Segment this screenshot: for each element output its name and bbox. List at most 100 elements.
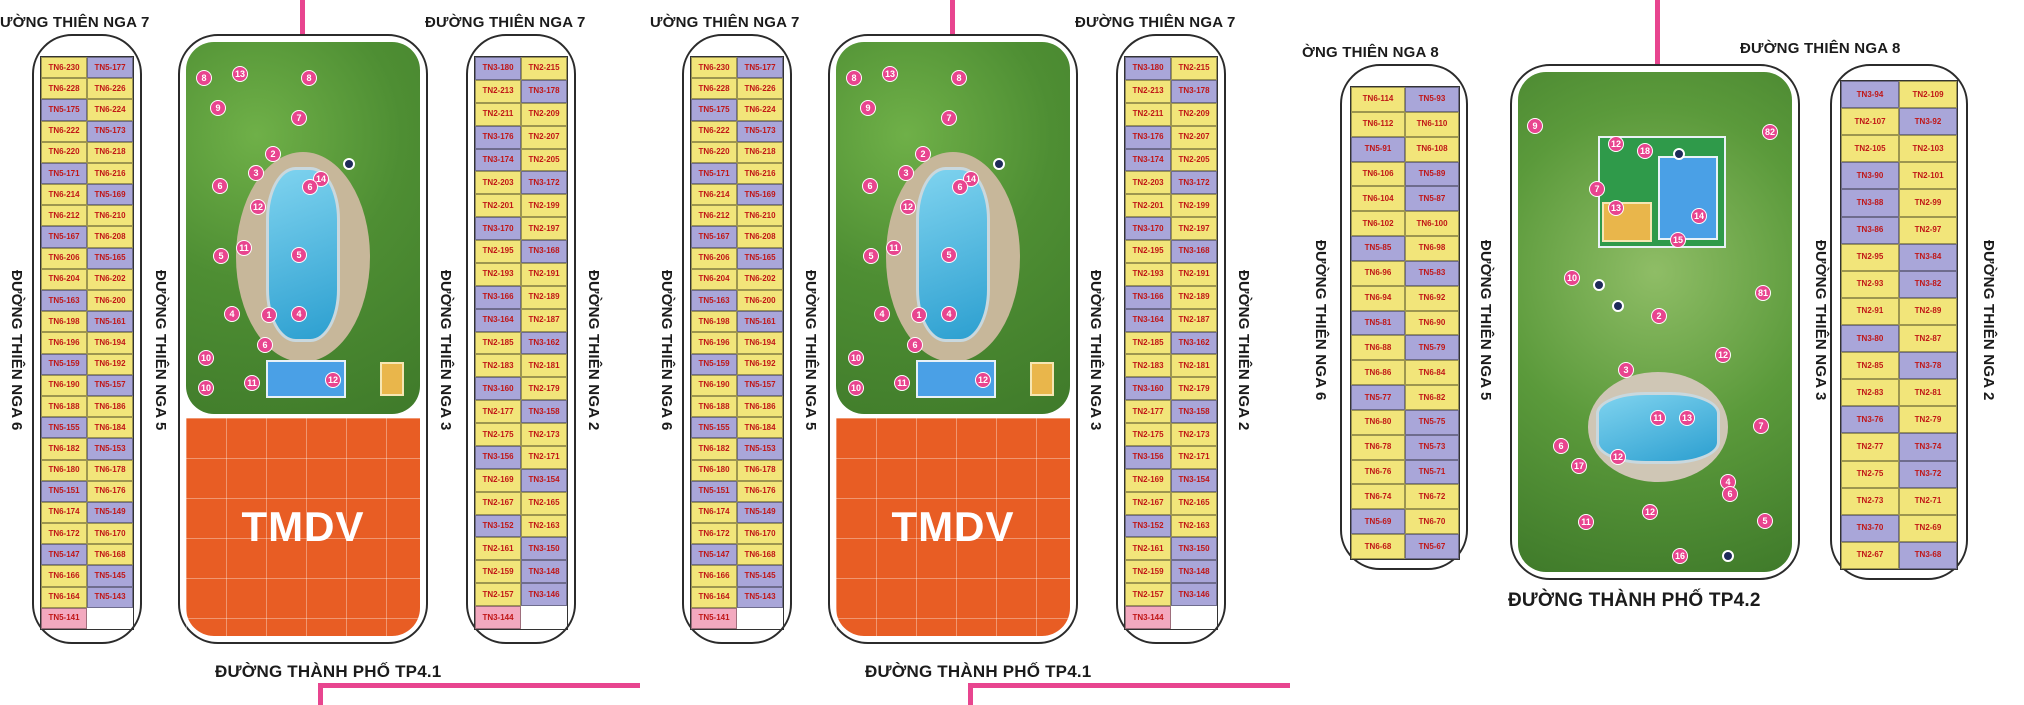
lot-tn2-187: TN2-187 [1171,308,1217,332]
lot-tn5-93: TN5-93 [1405,87,1459,112]
lot-tn2-169: TN2-169 [475,468,521,492]
lot-tn5-157: TN5-157 [737,374,783,396]
lot-tn6-206: TN6-206 [41,247,87,269]
lot-tn5-71: TN5-71 [1405,459,1459,485]
lot-tn2-193: TN2-193 [1125,262,1171,286]
road-label-bottom: ĐƯỜNG THÀNH PHỐ TP4.1 [215,662,442,681]
lot-tn3-154: TN3-154 [521,468,567,492]
lot-tn3-150: TN3-150 [1171,537,1217,561]
lot-tn3-148: TN3-148 [521,560,567,584]
amenity-marker-3: 3 [248,165,264,181]
lot-tn2-209: TN2-209 [1171,102,1217,126]
lot-tn3-146: TN3-146 [521,583,567,607]
lot-tn2-85: TN2-85 [1841,352,1899,380]
road-label-top-right: ĐƯỜNG THIÊN NGA 8 [1740,40,1901,57]
amenity-marker-12: 12 [250,199,266,215]
lot-tn6-76: TN6-76 [1351,459,1405,485]
lot-tn5-171: TN5-171 [691,162,737,185]
amenity-marker-12: 12 [900,199,916,215]
road-label-right-inner: ĐƯỜNG THIÊN NGA 3 [437,270,454,431]
lot-tn6-102: TN6-102 [1351,211,1405,237]
location-pin-icon [1722,550,1734,562]
lot-tn3-144: TN3-144 [1125,606,1171,629]
tmdv-label: TMDV [891,503,1015,550]
lot-tn5-163: TN5-163 [691,290,737,312]
lot-tn6-74: TN6-74 [1351,484,1405,510]
lot-tn2-209: TN2-209 [521,102,567,126]
location-pin-icon [343,158,355,170]
lot-tn2-203: TN2-203 [1125,171,1171,195]
lot-tn5-159: TN5-159 [41,353,87,375]
lot-tn6-188: TN6-188 [41,395,87,418]
amenity-marker-1: 1 [261,307,277,323]
lot-tn2-95: TN2-95 [1841,243,1899,271]
lot-tn5-177: TN5-177 [87,57,133,79]
lot-tn2-173: TN2-173 [1171,423,1217,446]
lot-tn6-104: TN6-104 [1351,186,1405,212]
lot-tn6-224: TN6-224 [737,99,783,121]
lot-tn6-88: TN6-88 [1351,335,1405,361]
boundary-line [320,683,640,688]
lot-tn2-75: TN2-75 [1841,460,1899,488]
road-label-right-outer: ĐƯỜNG THIÊN NGA 2 [1980,240,1997,401]
location-pin-icon [1612,300,1624,312]
site-plan-panel-3: ỜNG THIÊN NGA 8 ĐƯỜNG THIÊN NGA 8 ĐƯỜNG … [1300,0,2024,705]
amenity-marker-7: 7 [941,110,957,126]
amenity-marker-11: 11 [1650,410,1666,426]
lot-tn6-224: TN6-224 [87,99,133,121]
lot-tn6-208: TN6-208 [737,226,783,248]
lot-tn6-212: TN6-212 [41,205,87,227]
lot-tn5-149: TN5-149 [737,501,783,524]
lot-tn3-154: TN3-154 [1171,468,1217,492]
road-label-left: ĐƯỜNG THIÊN NGA 6 [658,270,675,431]
tmdv-zone: TMDV [836,418,1070,636]
road-label-top-left: ƯỜNG THIÊN NGA 7 [0,14,150,31]
amenity-marker-6: 6 [257,337,273,353]
lot-tn3-148: TN3-148 [1171,560,1217,584]
lot-tn6-100: TN6-100 [1405,211,1459,237]
amenity-marker-8: 8 [196,70,212,86]
lot-tn6-174: TN6-174 [691,501,737,524]
amenity-marker-11: 11 [236,240,252,256]
lot-tn2-213: TN2-213 [475,79,521,103]
lot-tn5-145: TN5-145 [87,565,133,587]
lot-tn2-189: TN2-189 [1171,285,1217,309]
lot-tn2-215: TN2-215 [1171,57,1217,80]
lot-tn2-159: TN2-159 [475,560,521,584]
tmdv-zone: TMDV [186,418,420,636]
lot-tn6-92: TN6-92 [1405,285,1459,311]
lot-tn2-187: TN2-187 [521,308,567,332]
lot-tn2-89: TN2-89 [1899,297,1957,325]
lot-tn6-222: TN6-222 [41,120,87,142]
lot-tn6-182: TN6-182 [41,438,87,460]
amenity-marker-8: 8 [846,70,862,86]
road-label-bottom: ĐƯỜNG THÀNH PHỐ TP4.1 [865,662,1092,681]
lot-tn3-92: TN3-92 [1899,108,1957,136]
amenity-marker-6: 6 [1722,486,1738,502]
lot-tn3-180: TN3-180 [1125,57,1171,80]
amenity-marker-4: 4 [291,306,307,322]
lot-tn6-82: TN6-82 [1405,385,1459,410]
lot-tn6-230: TN6-230 [41,57,87,79]
lot-tn6-166: TN6-166 [691,565,737,587]
amenity-marker-12: 12 [1608,136,1624,152]
lot-tn6-200: TN6-200 [737,290,783,312]
lot-tn6-84: TN6-84 [1405,360,1459,386]
site-plan-panel-2: ƯỜNG THIÊN NGA 7 ĐƯỜNG THIÊN NGA 7 ĐƯỜNG… [650,0,1290,705]
lot-tn6-220: TN6-220 [691,141,737,163]
lot-tn6-200: TN6-200 [87,290,133,312]
amenity-marker-5: 5 [941,247,957,263]
amenity-marker-7: 7 [1589,181,1605,197]
lot-tn2-201: TN2-201 [475,194,521,218]
lot-tn6-230: TN6-230 [691,57,737,79]
amenity-marker-5: 5 [863,248,879,264]
lot-tn2-179: TN2-179 [1171,377,1217,401]
lot-tn5-89: TN5-89 [1405,161,1459,187]
lot-tn5-167: TN5-167 [41,226,87,248]
lot-tn2-211: TN2-211 [475,102,521,126]
amenity-marker-6: 6 [302,179,318,195]
lot-tn6-186: TN6-186 [87,395,133,418]
road-label-left: ĐƯỜNG THIÊN NGA 6 [8,270,25,431]
lot-tn2-199: TN2-199 [521,194,567,218]
